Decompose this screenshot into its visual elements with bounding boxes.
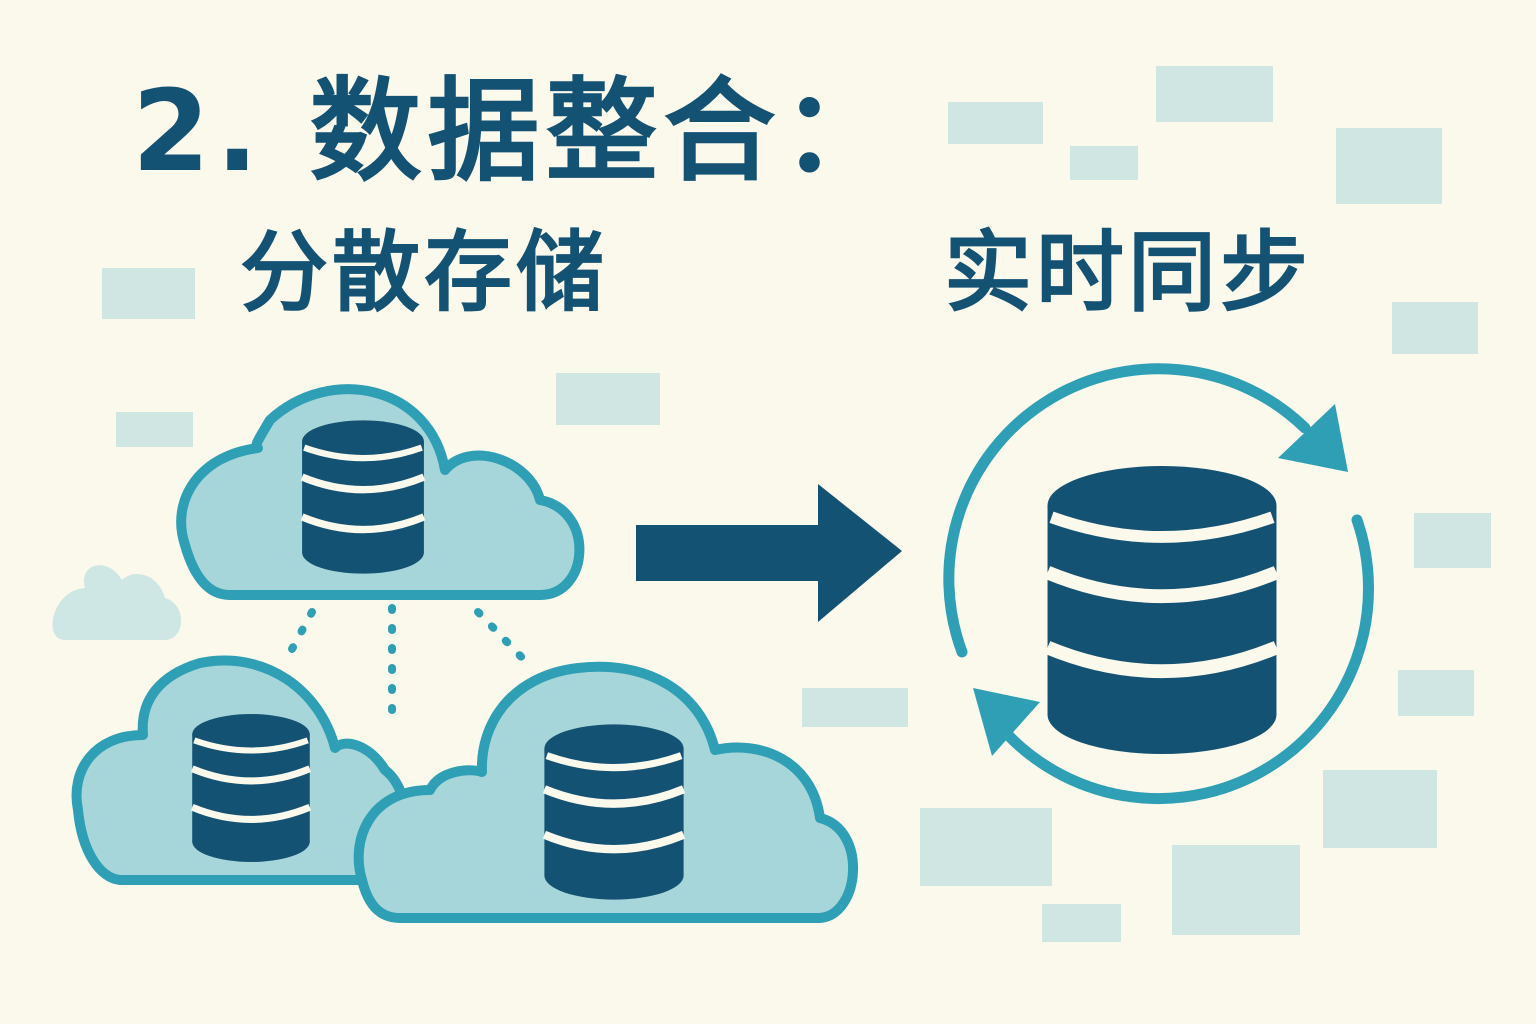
database-icon xyxy=(1048,466,1277,754)
decorative-block xyxy=(1414,513,1491,568)
dotted-connector xyxy=(474,608,536,672)
dotted-connectors xyxy=(281,604,536,726)
sync-arrowhead-top xyxy=(1278,404,1348,472)
sync-arrowhead-bottom xyxy=(973,688,1040,756)
sync-arc-bottom xyxy=(1002,514,1374,805)
decorative-blocks xyxy=(102,66,1491,942)
decorative-block xyxy=(1336,128,1442,204)
decorative-block xyxy=(1042,904,1121,942)
sync-icon xyxy=(943,363,1374,805)
decorative-block xyxy=(1398,670,1474,716)
database-icon xyxy=(192,714,310,862)
decorative-block xyxy=(920,808,1052,886)
sync-arc-top xyxy=(943,363,1311,658)
decorative-block xyxy=(1156,66,1273,122)
database-icon xyxy=(544,724,683,899)
realtime-sync-label: 实时同步 xyxy=(944,221,1313,324)
distributed-storage-label: 分散存储 xyxy=(240,221,609,324)
small-cloud-icon xyxy=(52,565,182,640)
arrow-right-icon xyxy=(636,484,902,622)
database-icon xyxy=(302,420,424,573)
decorative-block xyxy=(948,102,1043,144)
decorative-block xyxy=(802,688,908,727)
decorative-block xyxy=(1172,845,1300,935)
decorative-block xyxy=(1323,770,1437,848)
decorative-block xyxy=(1392,302,1478,354)
decorative-block xyxy=(556,373,660,425)
decorative-block xyxy=(102,268,195,319)
decorative-block xyxy=(116,412,193,447)
decorative-block xyxy=(1070,146,1138,180)
page-title: 2. 数据整合： xyxy=(132,67,900,197)
cloud-bottom-left xyxy=(71,655,413,885)
cloud-bottom-right xyxy=(353,661,858,923)
dotted-connector xyxy=(281,608,316,666)
cloud-top xyxy=(176,384,585,600)
